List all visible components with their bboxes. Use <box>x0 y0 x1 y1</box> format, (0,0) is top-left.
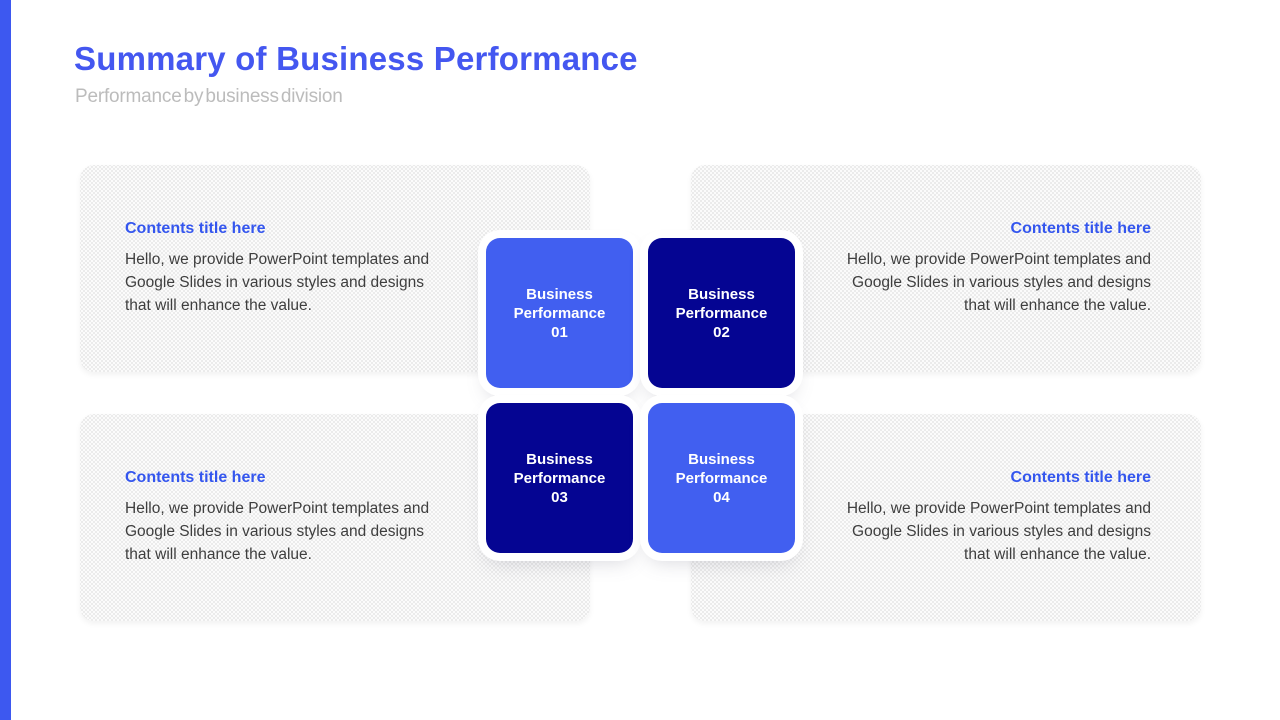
slide-subtitle: Performance by business division <box>75 86 343 107</box>
card-text-block: Contents title here Hello, we provide Po… <box>829 469 1151 566</box>
card-text-block: Contents title here Hello, we provide Po… <box>125 220 447 317</box>
slide-title: Summary of Business Performance <box>74 40 638 77</box>
tile-label-text: Business Performance <box>675 285 768 322</box>
business-performance-01-tile: Business Performance 01 <box>486 238 633 388</box>
tile-label: Business Performance 04 <box>662 450 782 507</box>
tile-label-text: Business Performance <box>513 285 606 322</box>
tile-label: Business Performance 02 <box>662 285 782 342</box>
tile-label: Business Performance 01 <box>500 285 620 342</box>
tile-label-text: Business Performance <box>513 450 606 487</box>
card-text-block: Contents title here Hello, we provide Po… <box>829 220 1151 317</box>
card-heading: Contents title here <box>1010 220 1151 237</box>
business-performance-04-tile: Business Performance 04 <box>648 403 795 553</box>
card-body-text: Hello, we provide PowerPoint templates a… <box>846 500 1151 563</box>
card-text-block: Contents title here Hello, we provide Po… <box>125 469 447 566</box>
card-heading: Contents title here <box>1010 469 1151 486</box>
card-heading: Contents title here <box>125 469 266 486</box>
tile-label-text: Business Performance <box>675 450 768 487</box>
business-performance-03-tile: Business Performance 03 <box>486 403 633 553</box>
left-accent-bar <box>0 0 11 720</box>
tile-number: 01 <box>551 323 568 341</box>
tile-number: 03 <box>551 488 568 506</box>
tile-number: 04 <box>713 488 730 506</box>
card-body-text: Hello, we provide PowerPoint templates a… <box>125 500 430 563</box>
card-body-text: Hello, we provide PowerPoint templates a… <box>125 251 430 314</box>
card-heading: Contents title here <box>125 220 266 237</box>
tile-number: 02 <box>713 323 730 341</box>
tile-label: Business Performance 03 <box>500 450 620 507</box>
card-body-text: Hello, we provide PowerPoint templates a… <box>846 251 1151 314</box>
business-performance-02-tile: Business Performance 02 <box>648 238 795 388</box>
